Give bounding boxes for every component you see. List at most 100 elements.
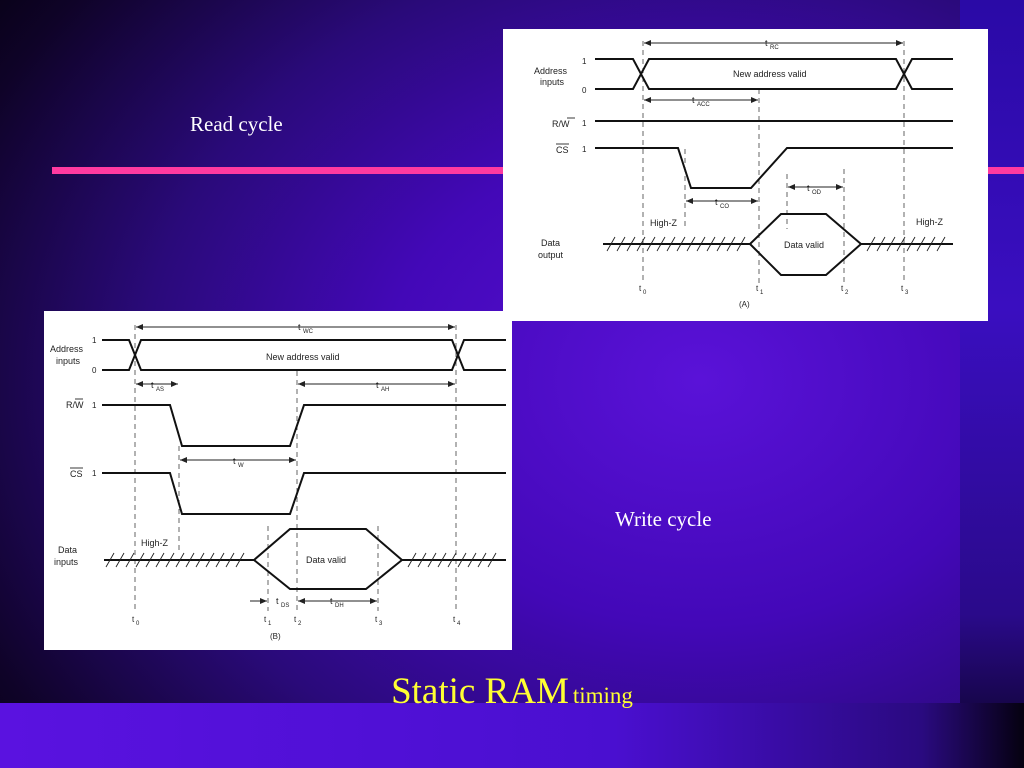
write-tas-t: t	[151, 380, 154, 390]
write-time-t1: t	[264, 615, 267, 624]
write-time-t3: t	[375, 615, 378, 624]
write-hatch-b5	[447, 552, 457, 568]
write-hatch-b7	[467, 552, 477, 568]
read-hatch-a9	[686, 236, 696, 252]
write-address-lower	[102, 339, 506, 371]
write-hatch-a6	[155, 552, 165, 568]
read-tacc-head-r	[751, 97, 758, 103]
read-time-t2-sub: 2	[845, 290, 849, 296]
write-tds-sub: DS	[281, 603, 289, 609]
read-hatch-b5	[906, 236, 916, 252]
write-time-t4: t	[453, 615, 456, 624]
read-diagram-sub: (A)	[739, 300, 750, 309]
write-hatch-b8	[477, 552, 487, 568]
read-hatch-a3	[626, 236, 636, 252]
read-label-address-2: inputs	[540, 77, 565, 87]
write-twc-sub: WC	[303, 329, 314, 335]
slide-title: Static RAM timing	[0, 670, 1024, 713]
write-time-t2-sub: 2	[298, 621, 302, 627]
write-level-addr-1: 1	[92, 336, 97, 345]
write-time-t2: t	[294, 615, 297, 624]
read-hatch-a12	[716, 236, 726, 252]
read-data-valid: Data valid	[784, 240, 824, 250]
write-time-t0-sub: 0	[136, 621, 140, 627]
write-hatch-a5	[145, 552, 155, 568]
slide-frame-bottom	[0, 703, 1024, 768]
write-hatch-a12	[215, 552, 225, 568]
read-tco-head-l	[686, 198, 693, 204]
write-tah-sub: AH	[381, 387, 389, 393]
write-twc-t: t	[298, 322, 301, 332]
write-tds-t: t	[276, 596, 279, 606]
read-hatch-b4	[896, 236, 906, 252]
write-hatch-a9	[185, 552, 195, 568]
read-hatch-a11	[706, 236, 716, 252]
read-hatch-a13	[726, 236, 736, 252]
write-cycle-diagram: Address inputs 1 0 R/W 1 CS 1 Data input…	[44, 311, 512, 650]
read-hatch-a8	[676, 236, 686, 252]
write-tdh-t: t	[330, 596, 333, 606]
read-address-lower	[595, 58, 953, 90]
write-hatch-a3	[125, 552, 135, 568]
write-tdh-head-r	[370, 598, 377, 604]
read-data-lower	[749, 243, 862, 276]
read-tacc-head-l	[644, 97, 651, 103]
read-level-rw-1: 1	[582, 119, 587, 128]
write-cs-waveform	[102, 472, 506, 515]
read-trc-head-r	[896, 40, 903, 46]
read-hatch-b3	[886, 236, 896, 252]
write-time-t1-sub: 1	[268, 621, 272, 627]
write-highz: High-Z	[141, 538, 169, 548]
read-level-cs-1: 1	[582, 145, 587, 154]
read-hatch-a14	[736, 236, 746, 252]
read-hatch-a6	[656, 236, 666, 252]
read-hatch-a7	[666, 236, 676, 252]
write-hatch-a8	[175, 552, 185, 568]
read-level-addr-1: 1	[582, 57, 587, 66]
write-time-t0: t	[132, 615, 135, 624]
read-label-address-1: Address	[534, 66, 568, 76]
write-data-upper	[104, 528, 506, 561]
write-hatch-a1	[105, 552, 115, 568]
read-label-data-1: Data	[541, 238, 560, 248]
read-hatch-a1	[606, 236, 616, 252]
read-data-upper	[603, 213, 953, 245]
write-time-t3-sub: 3	[379, 621, 383, 627]
read-hatch-a10	[696, 236, 706, 252]
slide-title-main: Static RAM	[391, 671, 569, 712]
read-label-cs: CS	[556, 145, 569, 155]
write-hatch-a11	[205, 552, 215, 568]
read-time-t3-sub: 3	[905, 290, 909, 296]
read-time-t2: t	[841, 284, 844, 293]
write-hatch-a13	[225, 552, 235, 568]
read-address-valid: New address valid	[733, 69, 807, 79]
write-cycle-svg: Address inputs 1 0 R/W 1 CS 1 Data input…	[50, 322, 506, 641]
write-hatch-a14	[235, 552, 245, 568]
write-hatch-a7	[165, 552, 175, 568]
read-tod-head-r	[836, 184, 843, 190]
write-hatch-b2	[417, 552, 427, 568]
write-data-valid: Data valid	[306, 555, 346, 565]
write-address-valid: New address valid	[266, 352, 340, 362]
write-tds-head-l	[260, 598, 267, 604]
read-time-t0-sub: 0	[643, 290, 647, 296]
write-data-lower	[253, 559, 403, 590]
read-trc-sub: RC	[770, 45, 779, 51]
write-level-addr-0: 0	[92, 366, 97, 375]
write-level-cs-1: 1	[92, 469, 97, 478]
read-tacc-t: t	[692, 95, 695, 105]
read-address-upper	[595, 58, 953, 90]
read-hatch-b1	[866, 236, 876, 252]
write-label-rw: R/W	[66, 400, 84, 410]
read-cs-waveform	[595, 147, 953, 189]
write-hatch-b9	[487, 552, 497, 568]
read-tco-sub: CO	[720, 204, 729, 210]
write-tw-head-l	[180, 457, 187, 463]
read-hatch-b6	[916, 236, 926, 252]
write-time-t4-sub: 4	[457, 621, 461, 627]
read-time-t1: t	[756, 284, 759, 293]
read-cycle-caption: Read cycle	[190, 112, 283, 136]
read-cycle-svg: Address inputs 1 0 R/W 1 CS 1 Data outpu…	[534, 38, 953, 309]
read-cycle-diagram: Address inputs 1 0 R/W 1 CS 1 Data outpu…	[503, 29, 988, 321]
